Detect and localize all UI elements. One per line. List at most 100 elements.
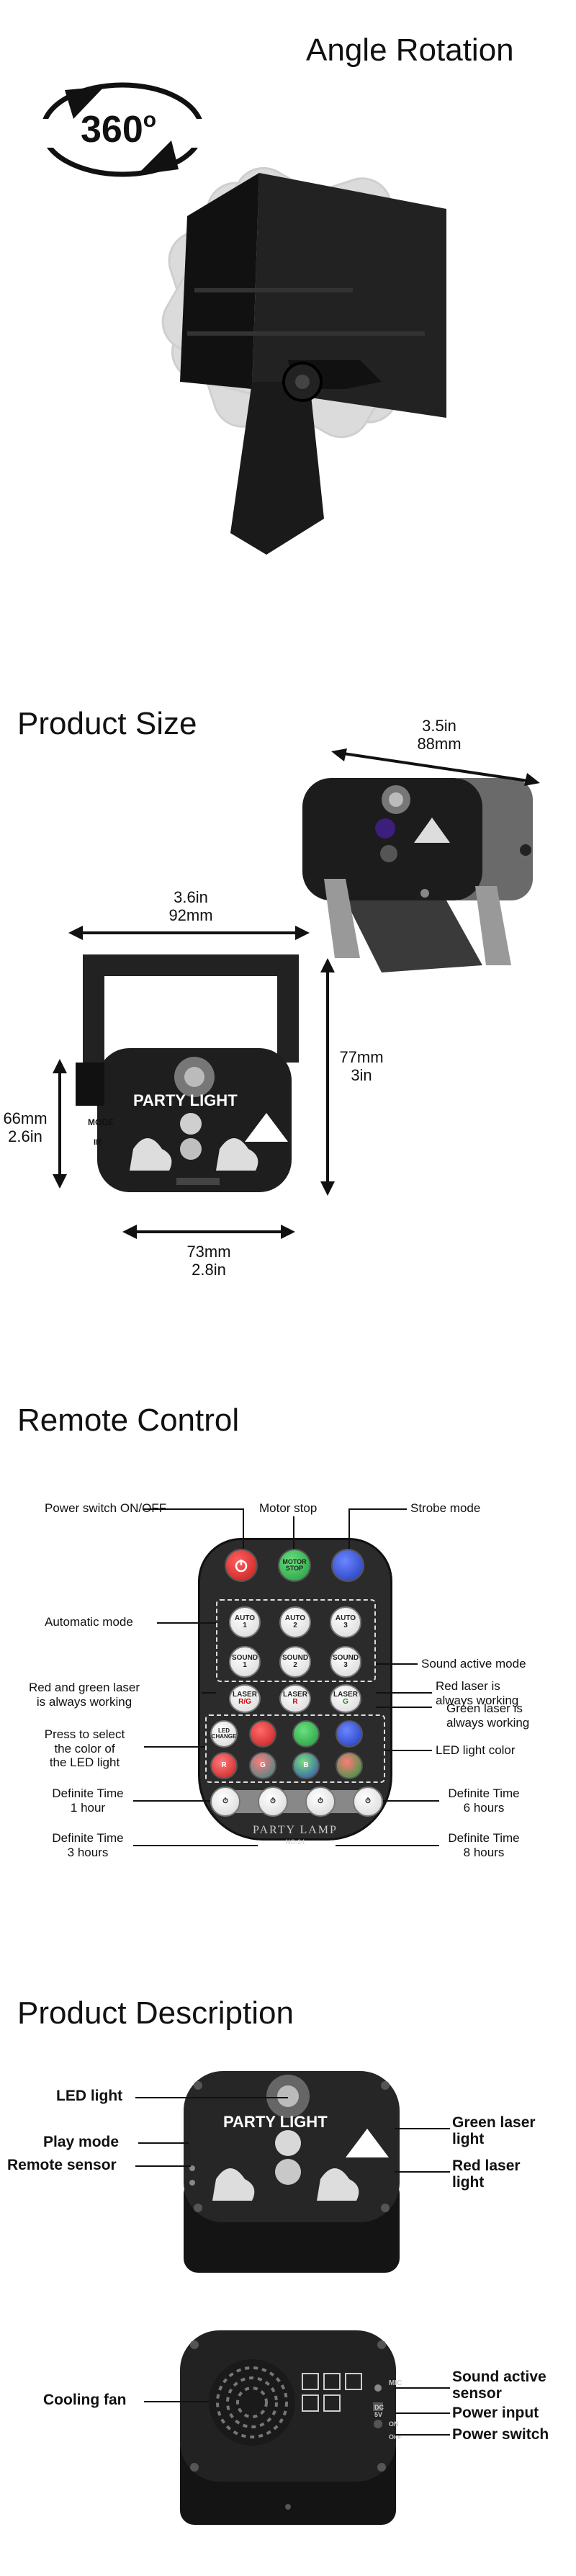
height-left-mm: 66mm	[3, 1109, 48, 1127]
blue-color-button[interactable]	[336, 1720, 363, 1748]
rotation-badge-icon	[29, 82, 207, 177]
red-color-button[interactable]	[249, 1720, 276, 1748]
laser-label: LASER	[333, 1690, 358, 1699]
description-leader-lines	[135, 2097, 450, 2436]
power-button[interactable]	[225, 1549, 258, 1582]
product-size-title: Product Size	[17, 706, 197, 741]
label-power: Power switch ON/OFF	[45, 1501, 167, 1515]
height-left-dims: 66mm 2.6in	[0, 1109, 50, 1146]
motor-label-1: MOTOR	[282, 1557, 307, 1565]
angle-rotation-title: Angle Rotation	[306, 32, 514, 68]
back-on-mark: ON	[389, 2420, 399, 2428]
label-press-3: the LED light	[49, 1756, 120, 1770]
height-side-mm: 77mm	[339, 1048, 384, 1066]
label-red-green-2: is always working	[36, 1694, 132, 1709]
device-front-image: PARTY LIGHT	[76, 954, 299, 1192]
top-dims: 3.5in 88mm	[403, 717, 475, 753]
device-brand-text: PARTY LIGHT	[133, 1091, 238, 1109]
device-three-quarter-image	[302, 778, 533, 972]
auto-num: 1	[243, 1622, 247, 1629]
timer-1h-button[interactable]: ⏱	[210, 1786, 240, 1817]
remote-footer: PARTY LAMP	[253, 1824, 338, 1836]
angle-rotation-section: Angle Rotation 360o	[0, 0, 576, 620]
auto-label: AUTO	[284, 1614, 306, 1622]
label-sound: Sound active mode	[421, 1657, 526, 1671]
label-green-laser-1: Green laser is	[446, 1701, 523, 1715]
width-dim-in: 3.6in	[174, 888, 208, 906]
badge-number: 360o	[81, 108, 156, 151]
color-g-button-1[interactable]: G	[249, 1752, 276, 1779]
label-red-laser: Red laser light	[452, 2157, 521, 2191]
bottom-dim-in: 2.8in	[192, 1261, 226, 1279]
timer-6h-button[interactable]: ⏱	[305, 1786, 336, 1817]
label-led-color: LED light color	[436, 1743, 516, 1757]
label-red-laser-2: always working	[436, 1693, 519, 1707]
strobe-button[interactable]	[331, 1549, 364, 1582]
sound-label: SOUND	[332, 1653, 359, 1662]
laser-label: LASER	[283, 1690, 307, 1699]
product-description-title: Product Description	[17, 1995, 294, 2031]
label-time1-2: 1 hour	[70, 1800, 106, 1815]
badge-degree: o	[143, 108, 157, 132]
color-b-button[interactable]: B	[292, 1752, 320, 1779]
label-sound-sensor-1: Sound active	[452, 2369, 546, 2385]
timer-8h-button[interactable]: ⏱	[353, 1786, 383, 1817]
label-time6: Definite Time 6 hours	[441, 1786, 527, 1815]
laser-sub: R	[292, 1698, 298, 1706]
motor-stop-button[interactable]: MOTOR STOP	[278, 1549, 311, 1582]
label-press-2: the color of	[54, 1741, 115, 1756]
label-led-light: LED light	[56, 2088, 123, 2104]
height-side-dims: 77mm 3in	[333, 1048, 390, 1085]
label-automatic: Automatic mode	[45, 1615, 133, 1629]
label-green-laser-2: always working	[446, 1715, 530, 1730]
color-b-label: B	[303, 1761, 309, 1769]
label-remote-sensor: Remote sensor	[7, 2157, 117, 2173]
width-dim-mm: 92mm	[168, 906, 213, 925]
device-back-detail-image	[180, 2330, 396, 2525]
label-red-green: Red and green laser is always working	[29, 1681, 140, 1709]
bottom-dimension-arrow	[122, 1225, 295, 1239]
color-mix-button[interactable]	[336, 1752, 363, 1779]
label-press-select: Press to select the color of the LED lig…	[29, 1727, 140, 1770]
label-time8-1: Definite Time	[448, 1831, 520, 1845]
label-sound-sensor-2: sensor	[452, 2385, 502, 2402]
label-time8: Definite Time 8 hours	[441, 1831, 527, 1859]
color-r-button[interactable]: R	[210, 1752, 238, 1779]
auto-num: 3	[343, 1622, 348, 1629]
product-description-section: Product Description PARTY LIGHT	[0, 1959, 576, 2576]
label-red-laser: Red laser is always working	[436, 1679, 518, 1707]
led-label: LED	[218, 1727, 230, 1734]
label-time3: Definite Time 3 hours	[45, 1831, 131, 1859]
label-green-laser: Green laser light	[452, 2114, 536, 2147]
top-dim-mm: 88mm	[417, 735, 462, 753]
device-mode-label: MODE	[88, 1117, 114, 1127]
label-red-laser-1: Red laser	[452, 2157, 521, 2174]
top-dim-in: 3.5in	[422, 717, 456, 735]
power-icon	[235, 1560, 248, 1573]
remote-control-title: Remote Control	[17, 1403, 240, 1438]
label-play-mode: Play mode	[43, 2134, 120, 2150]
height-side-arrow	[320, 958, 335, 1196]
device-front-detail-image: PARTY LIGHT	[184, 2071, 400, 2273]
label-green-laser-1: Green laser	[452, 2114, 536, 2131]
height-side-in: 3in	[351, 1066, 372, 1085]
green-color-button[interactable]	[292, 1720, 320, 1748]
device-ir-label: IR	[94, 1138, 102, 1147]
timer-3h-button[interactable]: ⏱	[258, 1786, 288, 1817]
label-strobe: Strobe mode	[410, 1501, 481, 1515]
bottom-dims: 73mm 2.8in	[173, 1243, 245, 1279]
sound-label: SOUND	[231, 1653, 258, 1662]
sound-num: 2	[293, 1661, 297, 1669]
top-dimension-arrow	[331, 748, 540, 786]
rotating-device-image	[161, 166, 446, 555]
